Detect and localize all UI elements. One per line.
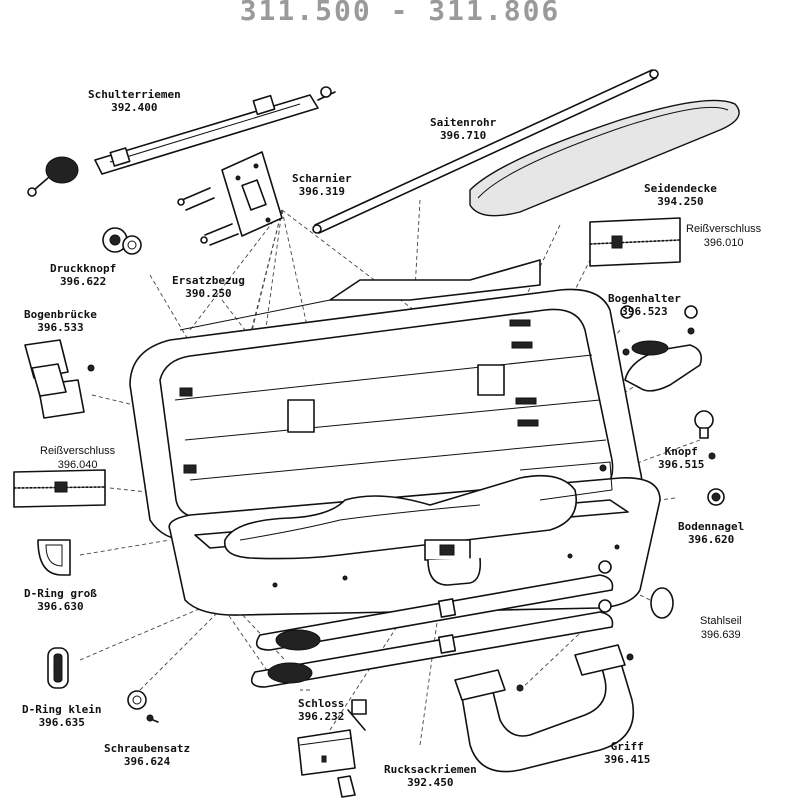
steel-cable-drawing: [650, 587, 674, 619]
foot-stud-drawing: [707, 488, 725, 506]
label-bogenbruecke: Bogenbrücke 396.533: [24, 308, 97, 334]
label-schloss: Schloss 396.232: [298, 697, 345, 723]
shoulder-strap-drawing: [27, 86, 336, 197]
label-bodennagel: Bodennagel 396.620: [678, 520, 745, 546]
screw-set-drawing: [127, 690, 159, 723]
bow-bridge-drawing: [24, 339, 95, 419]
press-stud-drawing: [102, 227, 142, 255]
label-bogenhalter: Bogenhalter 396.523: [608, 292, 681, 318]
d-ring-small-drawing: [47, 647, 69, 689]
label-griff: Griff 396.415: [604, 740, 651, 766]
label-d-ring-klein: D-Ring klein 396.635: [22, 703, 102, 729]
lock-drawing: [297, 729, 356, 798]
label-reissverschluss-top: Reißverschluss 396.010: [686, 223, 762, 249]
silk-blanket-drawing: [469, 99, 740, 217]
label-knopf: Knopf 396.515: [658, 445, 705, 471]
label-druckknopf: Druckknopf 396.622: [50, 262, 117, 288]
bow-holder-drawing: [620, 305, 703, 392]
label-rucksackriemen: Rucksackriemen 392.450: [384, 763, 477, 789]
label-scharnier: Scharnier 396.319: [292, 172, 352, 198]
carry-handle-drawing: [454, 644, 634, 773]
label-saitenrohr: Saitenrohr 396.710: [430, 116, 497, 142]
hinge-drawing: [177, 151, 283, 246]
label-reissverschluss-left: Reißverschluss 396.040: [40, 445, 116, 471]
string-tube-drawing: [312, 69, 659, 234]
label-stahlseil: Stahlseil 396.639: [700, 615, 742, 641]
label-seidendecke: Seidendecke 394.250: [644, 182, 717, 208]
label-d-ring-gross: D-Ring groß 396.630: [24, 587, 97, 613]
violin-case-drawing: [129, 259, 661, 616]
model-range-title: 311.500 - 311.806: [239, 0, 561, 27]
label-schulterriemen: Schulterriemen 392.400: [88, 88, 181, 114]
knob-drawing: [694, 410, 716, 460]
zipper-top-drawing: [589, 217, 681, 267]
label-schraubensatz: Schraubensatz 396.624: [104, 742, 191, 768]
d-ring-large-drawing: [37, 539, 71, 576]
backpack-straps-drawing: [250, 560, 614, 731]
zipper-left-drawing: [13, 469, 106, 508]
label-ersatzbezug: Ersatzbezug 390.250: [172, 274, 245, 300]
